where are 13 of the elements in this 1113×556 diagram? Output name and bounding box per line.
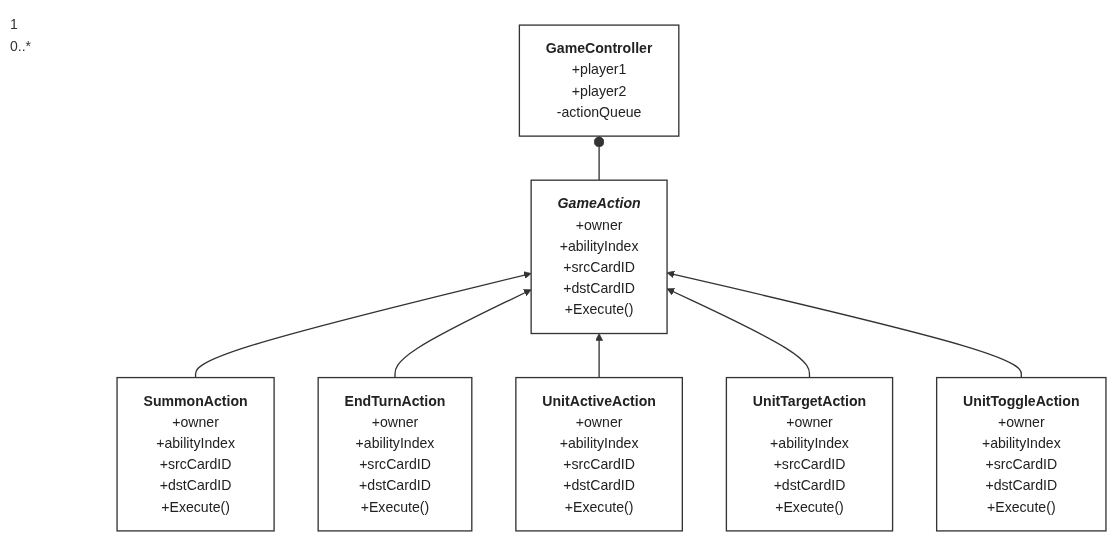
connector xyxy=(593,135,605,181)
node-box: UnitTargetAction +owner +abilityIndex +srcCardID +dstCardID +Execute() xyxy=(725,376,894,532)
node-box: SummonAction +owner +abilityIndex +srcCardID +dstCardID +Execute() xyxy=(116,376,275,532)
arrow xyxy=(194,271,532,379)
node-box: EndTurnAction +owner +abilityIndex +srcCardID +dstCardID +Execute() xyxy=(317,376,473,532)
node-box: UnitActiveAction +owner +abilityIndex +srcCardID +dstCardID +Execute() xyxy=(515,376,683,532)
node-box: GameController +player1 +player2 -actionQueue xyxy=(518,24,680,137)
arrow xyxy=(595,333,603,379)
node-box: UnitToggleAction +owner +abilityIndex +srcCardID +dstCardID +Execute() xyxy=(936,376,1107,532)
node-box: GameAction +owner +abilityIndex +srcCardID +dstCardID +Execute() xyxy=(530,179,668,335)
multiplicity-label: 0..* xyxy=(10,38,32,54)
multiplicity-label: 1 xyxy=(10,16,19,32)
arrow xyxy=(394,289,532,379)
